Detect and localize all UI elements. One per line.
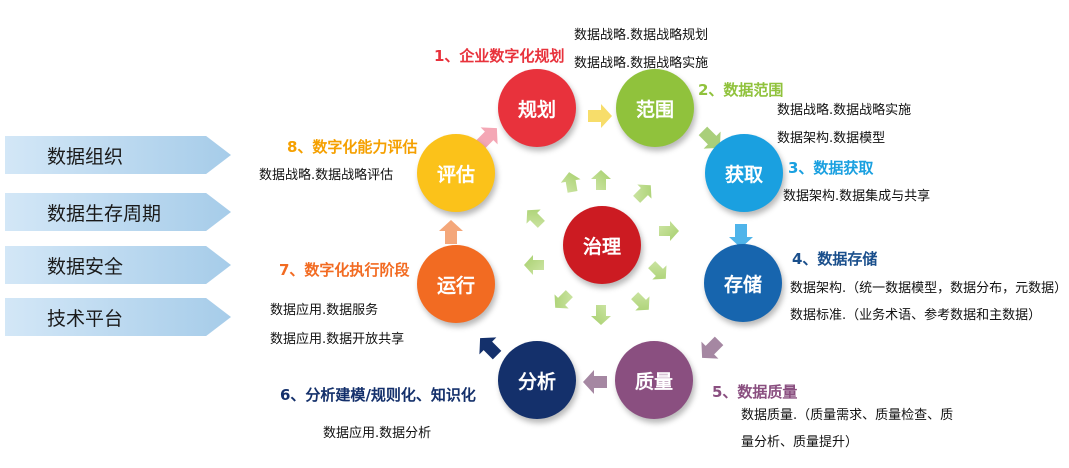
arrow-analysis-to-operate	[479, 337, 502, 360]
stage-note-operate-1: 数据应用.数据服务	[270, 303, 379, 318]
arrow-scope-to-acquire	[698, 126, 721, 149]
arrow-store-to-quality	[701, 336, 724, 359]
stage-circle-store: 存储	[704, 244, 782, 322]
stage-note-plan-1: 数据战略.数据战略规划	[574, 28, 709, 43]
left-label-data-lifecycle: 数据生存周期	[5, 193, 231, 231]
arrow-quality-to-analysis	[583, 370, 607, 394]
stage-note-acquire-1: 数据架构.数据集成与共享	[783, 189, 931, 204]
stage-circle-quality: 质量	[615, 341, 693, 419]
left-label-data-organization: 数据组织	[5, 136, 231, 174]
stage-circle-acquire: 获取	[705, 134, 783, 212]
arrow-operate-to-evaluate	[439, 220, 463, 244]
left-label-data-security: 数据安全	[5, 246, 231, 284]
stage-title-evaluate: 8、数字化能力评估	[287, 138, 418, 156]
stage-note-store-1: 数据架构.（统一数据模型，数据分布，元数据）	[790, 281, 1068, 296]
stage-circle-plan: 规划	[498, 69, 576, 147]
stage-title-acquire: 3、数据获取	[788, 159, 874, 177]
stage-title-analysis: 6、分析建模/规则化、知识化	[280, 386, 476, 404]
stage-note-evaluate-1: 数据战略.数据战略评估	[259, 168, 394, 183]
stage-title-store: 4、数据存储	[792, 250, 878, 268]
stage-title-scope: 2、数据范围	[698, 81, 784, 99]
stage-circle-scope: 范围	[616, 69, 694, 147]
stage-note-quality-2: 量分析、质量提升）	[741, 435, 859, 450]
stage-note-plan-2: 数据战略.数据战略实施	[574, 56, 709, 71]
stage-note-quality-1: 数据质量.（质量需求、质量检查、质	[741, 408, 954, 423]
stage-title-operate: 7、数字化执行阶段	[279, 261, 410, 279]
stage-circle-evaluate: 评估	[417, 134, 495, 212]
governance-hub: 治理	[563, 206, 641, 284]
arrow-plan-to-scope	[588, 104, 612, 128]
stage-circle-operate: 运行	[417, 245, 495, 323]
stage-note-analysis-1: 数据应用.数据分析	[323, 426, 432, 441]
hub-arrows	[524, 170, 679, 325]
stage-note-operate-2: 数据应用.数据开放共享	[270, 332, 405, 347]
arrow-acquire-to-store	[729, 224, 753, 248]
stage-note-scope-2: 数据架构.数据模型	[777, 131, 886, 146]
stage-title-quality: 5、数据质量	[712, 383, 798, 401]
stage-title-plan: 1、企业数字化规划	[434, 47, 565, 65]
stage-circle-analysis: 分析	[498, 341, 576, 419]
stage-note-scope-1: 数据战略.数据战略实施	[777, 103, 912, 118]
left-label-tech-platform: 技术平台	[5, 298, 231, 336]
stage-note-store-2: 数据标准.（业务术语、参考数据和主数据）	[790, 308, 1042, 323]
